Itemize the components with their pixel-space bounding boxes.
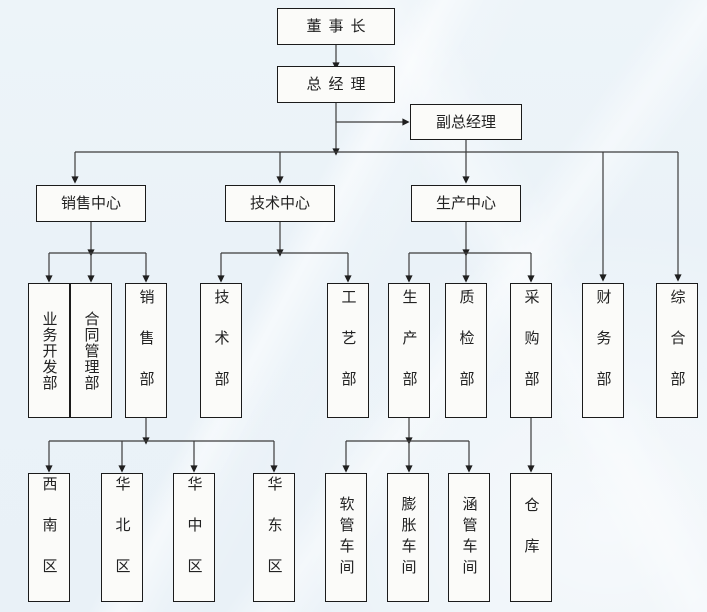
node-southwest-region[interactable]: 西南区 (28, 473, 70, 602)
node-finance-dept[interactable]: 财务部 (582, 283, 624, 418)
node-production-dept[interactable]: 生产部 (388, 283, 430, 418)
node-technology-center[interactable]: 技术中心 (225, 185, 335, 222)
node-east-china-region[interactable]: 华东区 (253, 473, 295, 602)
node-central-china-region[interactable]: 华中区 (173, 473, 215, 602)
node-general-affairs-dept[interactable]: 综合部 (656, 283, 698, 418)
node-hose-workshop[interactable]: 软管车间 (325, 473, 367, 602)
node-chairman[interactable]: 董事长 (277, 8, 395, 45)
node-expansion-workshop[interactable]: 膨胀车间 (387, 473, 429, 602)
node-technology-dept[interactable]: 技术部 (200, 283, 242, 418)
node-production-center[interactable]: 生产中心 (411, 185, 521, 222)
node-purchasing-dept[interactable]: 采购部 (510, 283, 552, 418)
node-quality-inspection-dept[interactable]: 质检部 (445, 283, 487, 418)
node-north-china-region[interactable]: 华北区 (101, 473, 143, 602)
node-sales-dept[interactable]: 销售部 (125, 283, 167, 418)
node-process-dept[interactable]: 工艺部 (327, 283, 369, 418)
node-culvert-workshop[interactable]: 涵管车间 (448, 473, 490, 602)
node-warehouse[interactable]: 仓库 (510, 473, 552, 602)
node-deputy-general-manager[interactable]: 副总经理 (410, 104, 522, 140)
node-general-manager[interactable]: 总经理 (277, 66, 395, 103)
node-sales-center[interactable]: 销售中心 (36, 185, 146, 222)
node-business-development-dept[interactable]: 业务开发部 (28, 283, 70, 418)
node-contract-management-dept[interactable]: 合同管理部 (70, 283, 112, 418)
